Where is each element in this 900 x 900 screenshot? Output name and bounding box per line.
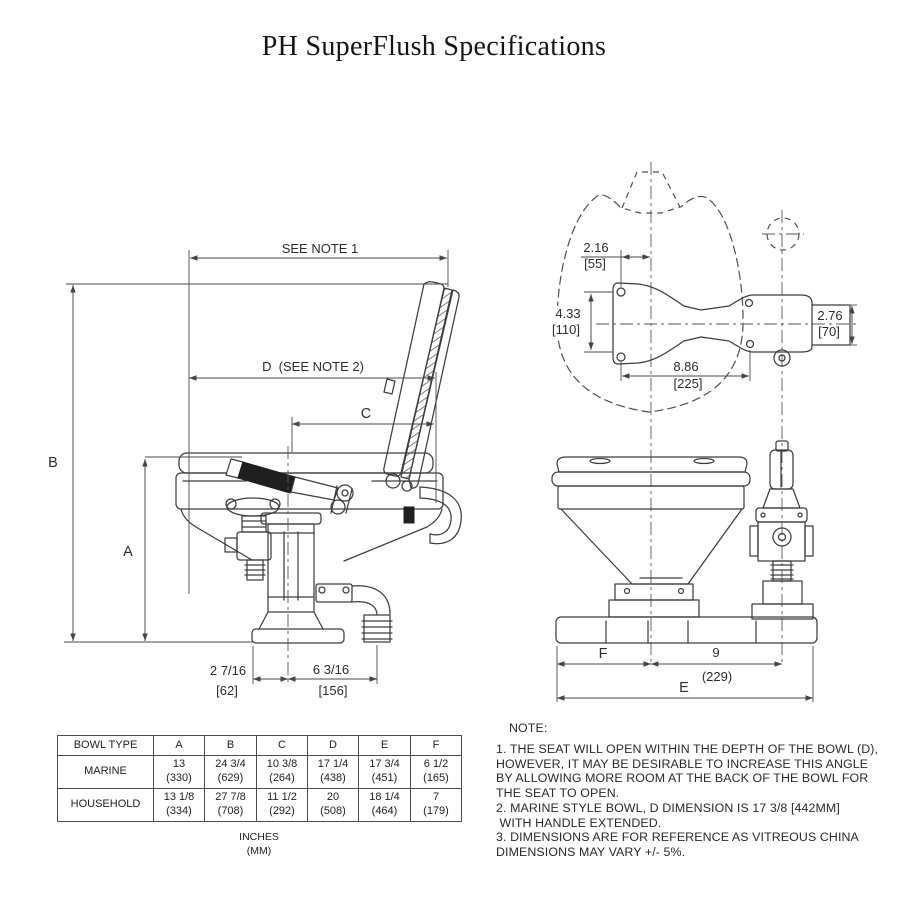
cell-household-a: 13 1/8(334) (153, 788, 205, 822)
units-inches: INCHES (239, 831, 279, 843)
front-view-dimension-lines (556, 646, 814, 702)
pump-handle (225, 458, 415, 524)
dim-label-c: C (361, 406, 371, 422)
top-view-drawing: 2.16 [55] 4.33 [110] 8.86 [225] 2.76 [70… (546, 162, 857, 666)
table-units: INCHES (MM) (57, 831, 461, 858)
dim-label-bolt-offset-mm: [55] (584, 256, 606, 271)
cell-marine-d: 17 1/4(438) (307, 755, 359, 789)
header-a: A (153, 735, 205, 756)
side-view-dimension-lines (70, 255, 447, 682)
header-b: B (204, 735, 257, 756)
dim-label-bolt-depth-mm: [225] (674, 376, 703, 391)
cell-household-e: 18 1/4(464) (358, 788, 411, 822)
cell-marine-a: 13(330) (153, 755, 205, 789)
header-d: D (307, 735, 359, 756)
cell-household-b: 27 7/8(708) (204, 788, 257, 822)
open-seat-lid (383, 281, 460, 489)
note-line: WITH HANDLE EXTENDED. (496, 815, 662, 830)
cell-marine-e: 17 3/4(451) (358, 755, 411, 789)
dim-label-discharge-in: 2.76 (817, 308, 842, 323)
table-header-row: BOWL TYPE A B C D E F (57, 735, 462, 756)
dim-label-offset-in: 2 7/16 (210, 663, 246, 678)
dim-label-b: B (48, 455, 58, 471)
header-c: C (256, 735, 308, 756)
toilet-front-outline (551, 440, 818, 644)
units-mm: (MM) (246, 844, 272, 857)
dim-label-pump-offset-mm: (229) (702, 669, 732, 684)
dim-label-discharge-mm: [70] (818, 324, 840, 339)
header-f: F (410, 735, 462, 756)
notes-section: NOTE: 1. THE SEAT WILL OPEN WITHIN THE D… (496, 721, 892, 860)
note-line: HOWEVER, IT MAY BE DESIRABLE TO INCREASE… (496, 756, 869, 771)
spec-table-section: BOWL TYPE A B C D E F MARINE 13(330) 24 … (57, 735, 463, 858)
dim-label-f: F (599, 646, 608, 662)
cell-marine-c: 10 3/8(264) (256, 755, 308, 789)
spec-table: BOWL TYPE A B C D E F MARINE 13(330) 24 … (57, 735, 462, 822)
base-footprint-outline (612, 282, 851, 367)
table-row-marine: MARINE 13(330) 24 3/4(629) 10 3/8(264) 1… (57, 755, 462, 789)
side-view-extension-lines (64, 250, 449, 684)
note-line: BY ALLOWING MORE ROOM AT THE BACK OF THE… (496, 771, 869, 786)
note-line: DIMENSIONS MAY VARY +/- 5%. (496, 844, 686, 859)
dim-label-bolt-span-in: 4.33 (555, 306, 580, 321)
table-row-household: HOUSEHOLD 13 1/8(334) 27 7/8(708) 11 1/2… (57, 788, 462, 822)
bowl-outline-dashed (556, 194, 744, 413)
dim-label-bolt-depth-in: 8.86 (673, 359, 698, 374)
dim-label-e: E (679, 680, 689, 696)
note-line: THE SEAT TO OPEN. (496, 786, 620, 801)
dim-label-a: A (123, 544, 133, 560)
cell-marine-b: 24 3/4(629) (204, 755, 257, 789)
cell-household-f: 7(179) (410, 788, 462, 822)
pump-handle-grip (237, 461, 296, 494)
cell-marine-f: 6 1/2(165) (410, 755, 462, 789)
dim-label-bolt-span-mm: [110] (552, 322, 580, 337)
header-bowl-type: BOWL TYPE (57, 735, 154, 756)
tank-hexagon-dashed (621, 171, 681, 214)
row-label-household: HOUSEHOLD (57, 788, 154, 822)
header-e: E (358, 735, 411, 756)
top-view-dimension-lines (581, 250, 857, 381)
dim-label-outlet-mm: [156] (319, 683, 348, 698)
side-view-drawing: SEE NOTE 1 B D (SEE NOTE 2) C A 2 7/16 [… (48, 241, 462, 698)
note-line: 1. THE SEAT WILL OPEN WITHIN THE DEPTH O… (496, 742, 879, 756)
page-title: PH SuperFlush Specifications (261, 31, 607, 62)
dim-label-offset-mm: [62] (216, 683, 238, 698)
note-line: 2. MARINE STYLE BOWL, D DIMENSION IS 17 … (496, 800, 840, 815)
cell-household-c: 11 1/2(292) (256, 788, 308, 822)
row-label-marine: MARINE (57, 755, 154, 789)
dim-label-outlet-in: 6 3/16 (313, 662, 349, 677)
dim-label-bolt-offset-in: 2.16 (583, 240, 608, 255)
front-view-drawing: F 9 (229) E (551, 440, 818, 702)
note-line: 3. DIMENSIONS ARE FOR REFERENCE AS VITRE… (496, 830, 859, 845)
dim-label-d-see-note-2: D (SEE NOTE 2) (262, 359, 364, 374)
cell-household-d: 20(508) (307, 788, 359, 822)
dim-label-pump-offset-in: 9 (712, 645, 719, 660)
toilet-side-outline (175, 452, 462, 644)
notes-heading: NOTE: (509, 721, 548, 735)
dim-label-see-note-1: SEE NOTE 1 (282, 241, 359, 256)
